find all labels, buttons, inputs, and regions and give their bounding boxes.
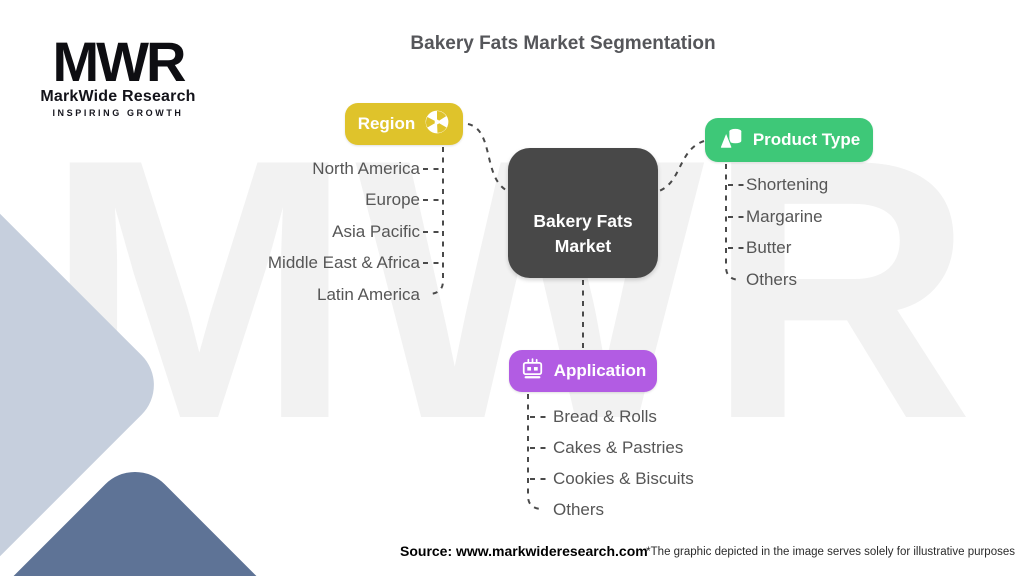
logo-tagline: INSPIRING GROWTH <box>52 108 184 118</box>
product-type-item: Others <box>746 270 798 289</box>
center-node-label-line1: Bakery Fats <box>533 210 633 231</box>
source-text: Source: www.markwideresearch.com <box>400 543 648 559</box>
product-type-label: Product Type <box>752 130 861 149</box>
center-node-bakery-fats-market: Bakery Fats Market <box>508 148 658 278</box>
center-node-label-line2: Market <box>554 236 612 256</box>
application-item: Cakes & Pastries <box>553 438 684 457</box>
product-type-item: Shortening <box>746 175 829 194</box>
product-type-item: Margarine <box>746 207 823 226</box>
globe-icon <box>424 109 450 140</box>
region-item: Latin America <box>317 285 420 304</box>
product-type-item: Butter <box>746 238 792 257</box>
region-item: Middle East & Africa <box>267 253 420 272</box>
geometric-shapes-icon <box>718 125 744 156</box>
branch-node-region: Region <box>345 103 463 145</box>
logo-name: MarkWide Research <box>40 88 196 105</box>
application-item: Bread & Rolls <box>553 407 657 426</box>
application-item: Cookies & Biscuits <box>553 469 694 488</box>
logo-mark: MWR <box>52 30 187 93</box>
page-title: Bakery Fats Market Segmentation <box>410 33 716 54</box>
brand-logo: MWR MarkWide Research INSPIRING GROWTH <box>28 30 208 119</box>
branch-node-product-type: Product Type <box>705 118 873 162</box>
application-label: Application <box>553 361 647 380</box>
machine-icon <box>520 356 545 386</box>
region-label: Region <box>357 114 416 133</box>
region-item: Asia Pacific <box>332 222 420 241</box>
branch-node-application: Application <box>509 350 657 392</box>
region-item: North America <box>312 159 420 178</box>
application-item: Others <box>553 500 605 519</box>
disclaimer-text: *The graphic depicted in the image serve… <box>646 546 1015 558</box>
region-item: Europe <box>365 190 420 209</box>
